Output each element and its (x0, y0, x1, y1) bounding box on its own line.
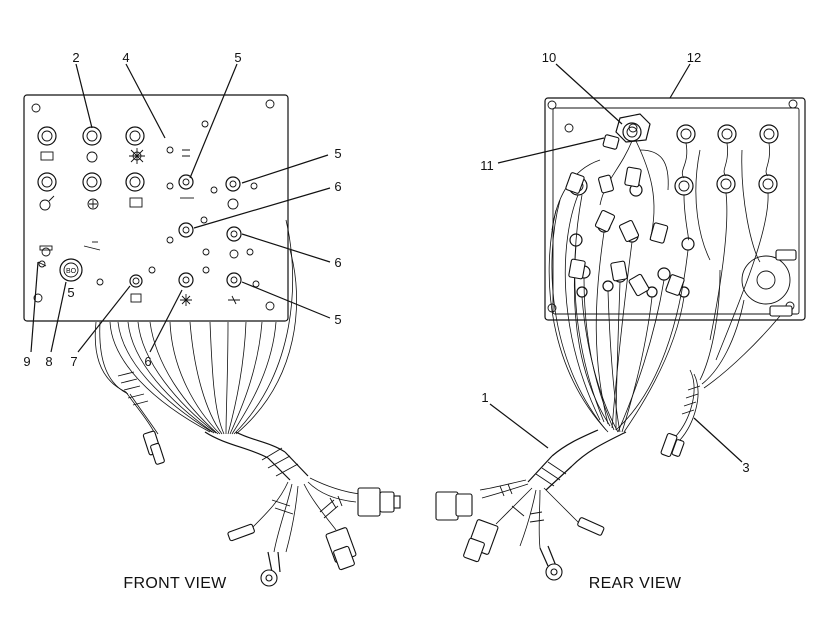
callout-5-right-2: 5 (334, 312, 341, 327)
callout-6-bottom: 6 (144, 354, 151, 369)
callout-10: 10 (542, 50, 556, 65)
rear-wiring (548, 113, 781, 441)
front-view-label: FRONT VIEW (123, 575, 227, 592)
callout-6-right-2: 6 (334, 255, 341, 270)
callout-5-top: 5 (234, 50, 241, 65)
callout-6-right-1: 6 (334, 179, 341, 194)
front-leader-lines (30, 63, 331, 353)
front-harness-wires (94, 219, 297, 465)
callout-5-right-1: 5 (334, 146, 341, 161)
callout-3: 3 (742, 460, 749, 475)
front-harness-trunk (204, 431, 401, 587)
rear-leader-lines (489, 63, 743, 463)
panel-lamps (83, 149, 242, 306)
front-callouts: 2 4 5 5 6 6 5 9 8 7 6 5 (23, 50, 341, 369)
gauge-row-1 (37, 126, 145, 164)
callout-8: 8 (45, 354, 52, 369)
callout-1: 1 (481, 390, 488, 405)
rear-view-label: REAR VIEW (589, 575, 682, 592)
rear-harness-trunk (435, 385, 701, 581)
rear-callouts: 10 12 11 1 3 (480, 50, 749, 475)
callout-9: 9 (23, 354, 30, 369)
callout-11: 11 (480, 158, 494, 173)
left-switch-cluster (37, 245, 53, 268)
front-view: BO 2 4 5 (23, 50, 401, 592)
key-switch-label: BO (66, 268, 77, 275)
callout-12: 12 (687, 50, 701, 65)
callout-2: 2 (72, 50, 79, 65)
front-panel: BO (23, 94, 289, 322)
callout-5-under-switch: 5 (67, 285, 74, 300)
key-switch: BO (59, 258, 83, 282)
callout-7: 7 (70, 354, 77, 369)
callout-4: 4 (122, 50, 129, 65)
gauge-row-2 (37, 172, 145, 211)
panel-indicator-dots (96, 120, 260, 288)
rear-view: 10 12 11 1 3 REAR VIEW (435, 50, 806, 592)
